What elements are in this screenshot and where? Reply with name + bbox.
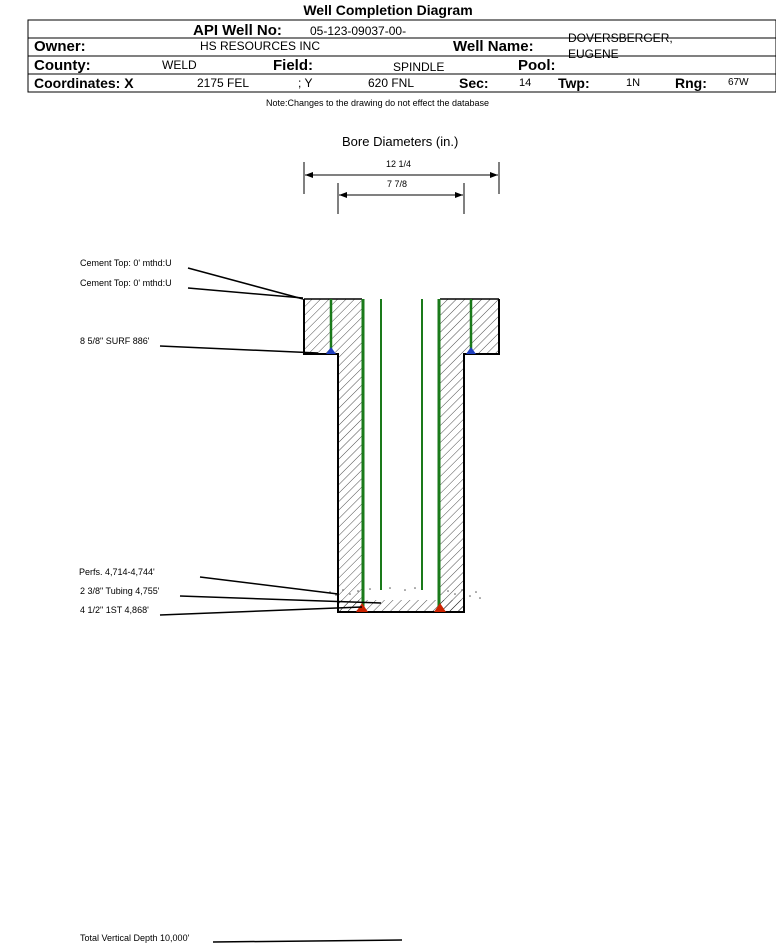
perfs-label: Perfs. 4,714-4,744' <box>79 567 155 577</box>
owner-value: HS RESOURCES INC <box>200 39 321 53</box>
note: Note:Changes to the drawing do not effec… <box>266 98 489 108</box>
well-name-value-1: DOVERSBERGER, <box>568 31 673 45</box>
api-label: API Well No: <box>193 22 282 39</box>
tubing-label: 2 3/8" Tubing 4,755' <box>80 586 160 596</box>
production-casing-label: 4 1/2" 1ST 4,868' <box>80 605 149 615</box>
x-value: 2175 FEL <box>197 76 250 90</box>
coordinates-label: Coordinates: X <box>34 75 134 91</box>
field-value: SPINDLE <box>393 60 445 74</box>
api-value: 05-123-09037-00- <box>310 24 407 38</box>
well-name-value-2: EUGENE <box>568 47 619 61</box>
well-name-label: Well Name: <box>453 38 534 55</box>
bore-dimensions <box>303 162 500 214</box>
perforations <box>329 587 481 599</box>
field-label: Field: <box>273 57 313 74</box>
y-value: 620 FNL <box>368 76 415 90</box>
rng-label: Rng: <box>675 75 707 91</box>
surface-casing-label: 8 5/8" SURF 886' <box>80 336 150 346</box>
well-bore <box>303 298 500 613</box>
sec-label: Sec: <box>459 75 489 91</box>
y-label: ; Y <box>298 76 313 90</box>
cement-top-label-2: Cement Top: 0' mthd:U <box>80 278 172 288</box>
pool-label: Pool: <box>518 57 556 74</box>
county-value: WELD <box>162 58 197 72</box>
bore-outer-label: 12 1/4 <box>386 159 412 169</box>
bore-inner-label: 7 7/8 <box>387 179 408 189</box>
twp-value: 1N <box>626 77 641 89</box>
sec-value: 14 <box>519 77 532 89</box>
twp-label: Twp: <box>558 75 590 91</box>
cement-top-label-1: Cement Top: 0' mthd:U <box>80 258 172 268</box>
leader-lines <box>159 267 403 943</box>
bore-diameters-title: Bore Diameters (in.) <box>342 134 459 149</box>
tvd-label: Total Vertical Depth 10,000' <box>80 933 190 943</box>
header-table <box>27 19 776 93</box>
rng-value: 67W <box>728 77 749 88</box>
diagram-title: Well Completion Diagram <box>303 2 473 18</box>
county-label: County: <box>34 57 91 74</box>
owner-label: Owner: <box>34 38 86 55</box>
